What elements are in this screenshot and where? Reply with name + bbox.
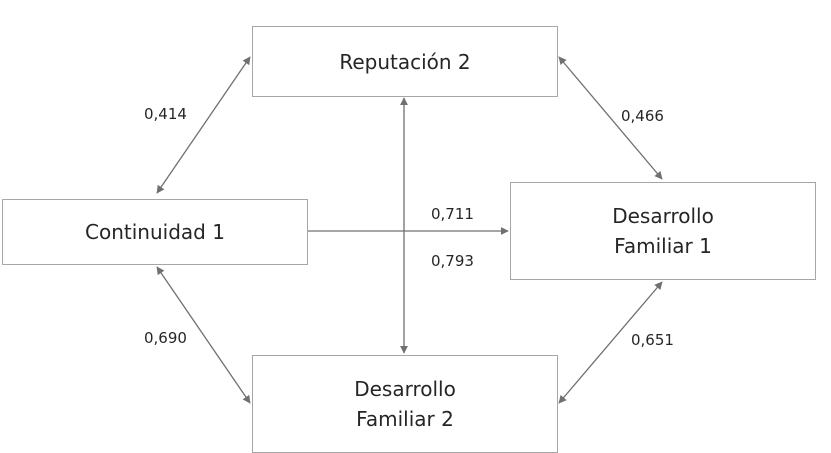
node-continuidad-1: Continuidad 1 [2, 199, 308, 265]
node-label-line: Desarrollo [612, 204, 714, 228]
node-label-line: Desarrollo [354, 377, 456, 401]
node-label-line: Familiar 2 [356, 407, 454, 431]
node-label-line: Reputación 2 [339, 49, 471, 74]
arrow-desfam2-desfam1 [558, 281, 663, 404]
node-label-line: Familiar 1 [614, 234, 712, 258]
coef-continuidad-desfam2: 0,690 [144, 329, 187, 347]
node-desarrollo-familiar-1: Desarrollo Familiar 1 [510, 182, 816, 280]
node-reputacion-2: Reputación 2 [252, 26, 558, 97]
coef-continuidad-reputacion: 0,414 [144, 105, 187, 123]
arrow-continuidad-reputacion [156, 56, 251, 194]
coef-desfam2-desfam1: 0,651 [631, 331, 674, 349]
coef-continuidad-desfam1: 0,711 [431, 205, 474, 223]
arrow-reputacion-desfam1 [558, 56, 663, 180]
coef-reputacion-desfam1: 0,466 [621, 107, 664, 125]
arrow-continuidad-desfam2 [156, 266, 251, 404]
coef-reputacion-desfam2: 0,793 [431, 252, 474, 270]
node-label-line: Continuidad 1 [85, 220, 225, 244]
node-desarrollo-familiar-2: Desarrollo Familiar 2 [252, 355, 558, 453]
